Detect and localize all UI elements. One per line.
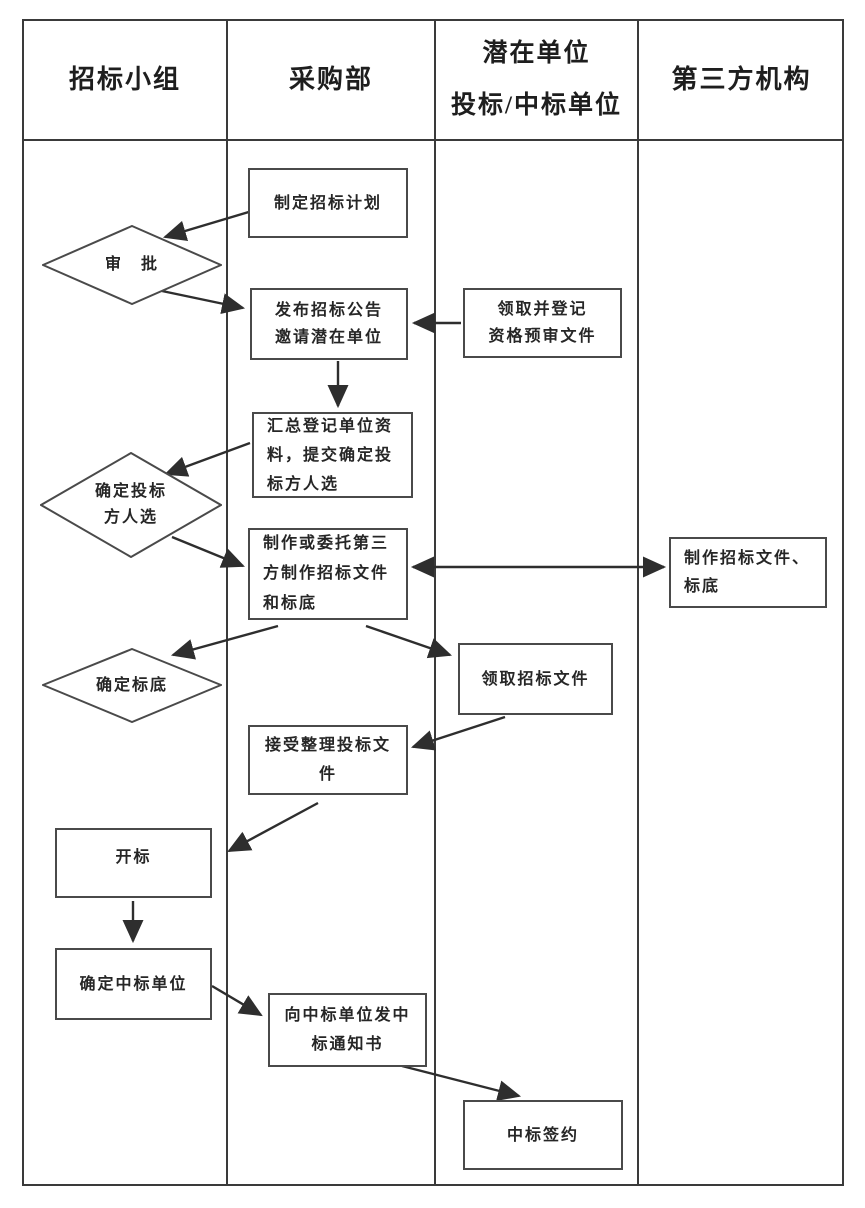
node-sign-contract: 中标签约 xyxy=(463,1100,623,1170)
node-third-party-make-docs: 制作招标文件、 标底 xyxy=(669,537,827,608)
node-determine-base-price-label: 确定标底 xyxy=(95,676,168,694)
node-determine-bidder-candidates: 确定投标 方人选 xyxy=(40,452,222,558)
header-divider xyxy=(22,139,844,141)
lane-header-third-party: 第三方机构 xyxy=(671,64,812,94)
lane-divider-1 xyxy=(226,19,228,1186)
node-send-award-notice: 向中标单位发中 标通知书 xyxy=(268,993,427,1067)
node-publish-announcement: 发布招标公告 邀请潜在单位 xyxy=(250,288,408,360)
node-determine-base-price: 确定标底 xyxy=(42,648,222,723)
node-open-bids: 开标 xyxy=(55,828,212,898)
node-determine-bidder-candidates-label: 确定投标 方人选 xyxy=(94,483,167,526)
node-determine-winner: 确定中标单位 xyxy=(55,948,212,1020)
node-make-or-entrust-docs: 制作或委托第三 方制作招标文件 和标底 xyxy=(248,528,408,620)
node-approval-label: 审 批 xyxy=(104,256,159,273)
diamond-shape xyxy=(42,648,222,723)
lane-divider-2 xyxy=(434,19,436,1186)
node-approval: 审 批 xyxy=(42,225,222,305)
node-receive-bidding-docs: 领取招标文件 xyxy=(458,643,613,715)
node-collect-prequalification: 领取并登记 资格预审文件 xyxy=(463,288,622,358)
node-accept-organize-bids: 接受整理投标文 件 xyxy=(248,725,408,795)
node-make-bidding-plan: 制定招标计划 xyxy=(248,168,408,238)
lane-header-procurement: 采购部 xyxy=(288,64,373,94)
node-summarize-registrations: 汇总登记单位资 料，提交确定投 标方人选 xyxy=(252,412,413,498)
lane-divider-3 xyxy=(637,19,639,1186)
table-outer-border xyxy=(22,19,844,1186)
diamond-shape xyxy=(42,225,222,305)
lane-header-potential-units: 潜在单位 投标/中标单位 xyxy=(451,39,622,119)
diamond-shape xyxy=(40,452,222,558)
lane-header-bidding-team: 招标小组 xyxy=(68,64,181,94)
